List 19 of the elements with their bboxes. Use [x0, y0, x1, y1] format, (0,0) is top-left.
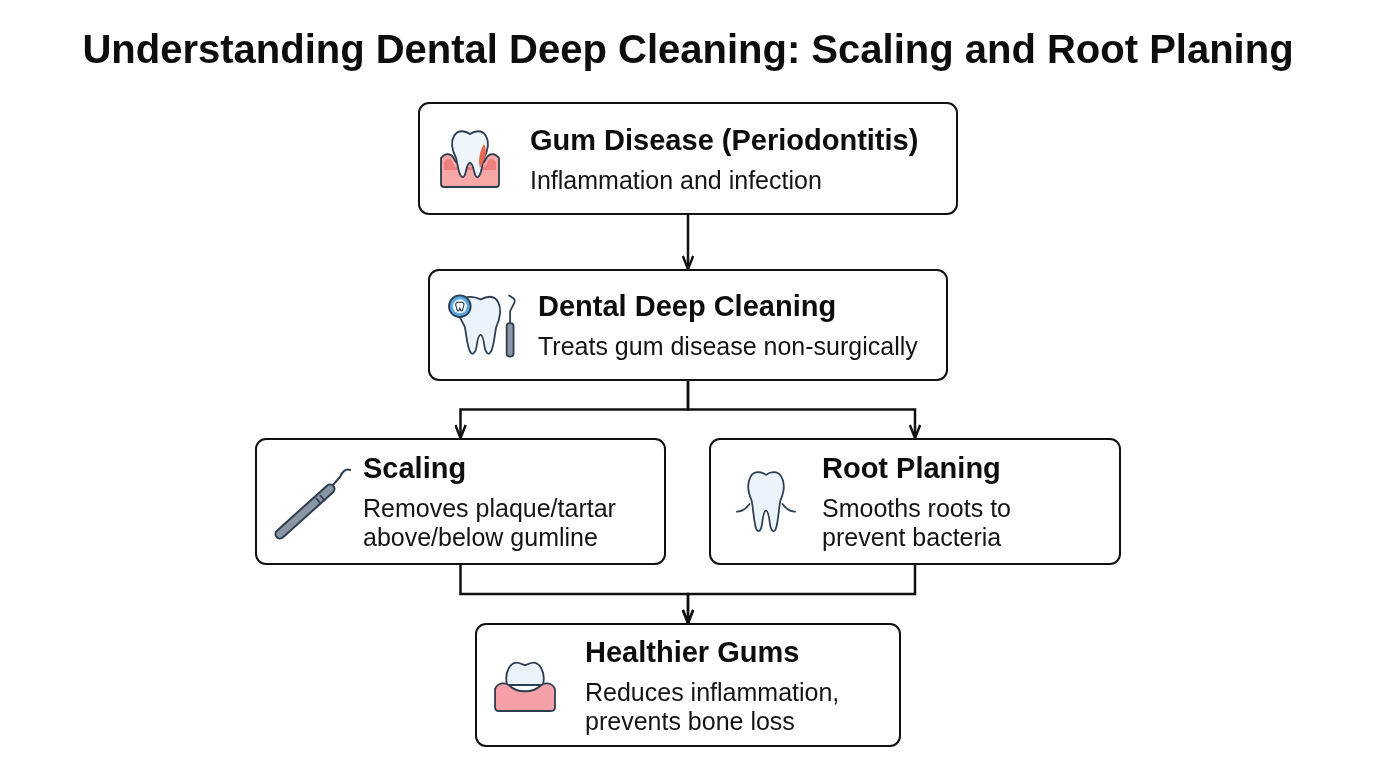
node-heading: Gum Disease (Periodontitis)	[530, 122, 920, 158]
process-box	[255, 438, 666, 565]
process-box	[418, 102, 958, 215]
node-description: Removes plaque/tartar above/below gumline	[363, 494, 617, 552]
node-description: Smooths roots to prevent bacteria	[822, 494, 1012, 552]
node-heading: Dental Deep Cleaning	[538, 289, 838, 324]
node-heading: Root Planing	[822, 451, 1002, 486]
process-box	[709, 438, 1121, 565]
node-description: Inflammation and infection	[530, 165, 823, 195]
diagram-title: Understanding Dental Deep Cleaning: Scaling and Root Planing	[81, 26, 1295, 73]
process-box	[428, 269, 948, 381]
connector-arrow	[681, 215, 695, 271]
node-heading: Healthier Gums	[585, 634, 801, 670]
node-description: Treats gum disease non-surgically	[538, 332, 919, 361]
node-heading: Scaling	[363, 451, 468, 486]
connector-arrow	[686, 381, 922, 440]
connector-arrow	[681, 565, 917, 625]
node-description: Reduces inflammation, prevents bone loss	[585, 677, 841, 736]
process-box	[475, 623, 901, 747]
